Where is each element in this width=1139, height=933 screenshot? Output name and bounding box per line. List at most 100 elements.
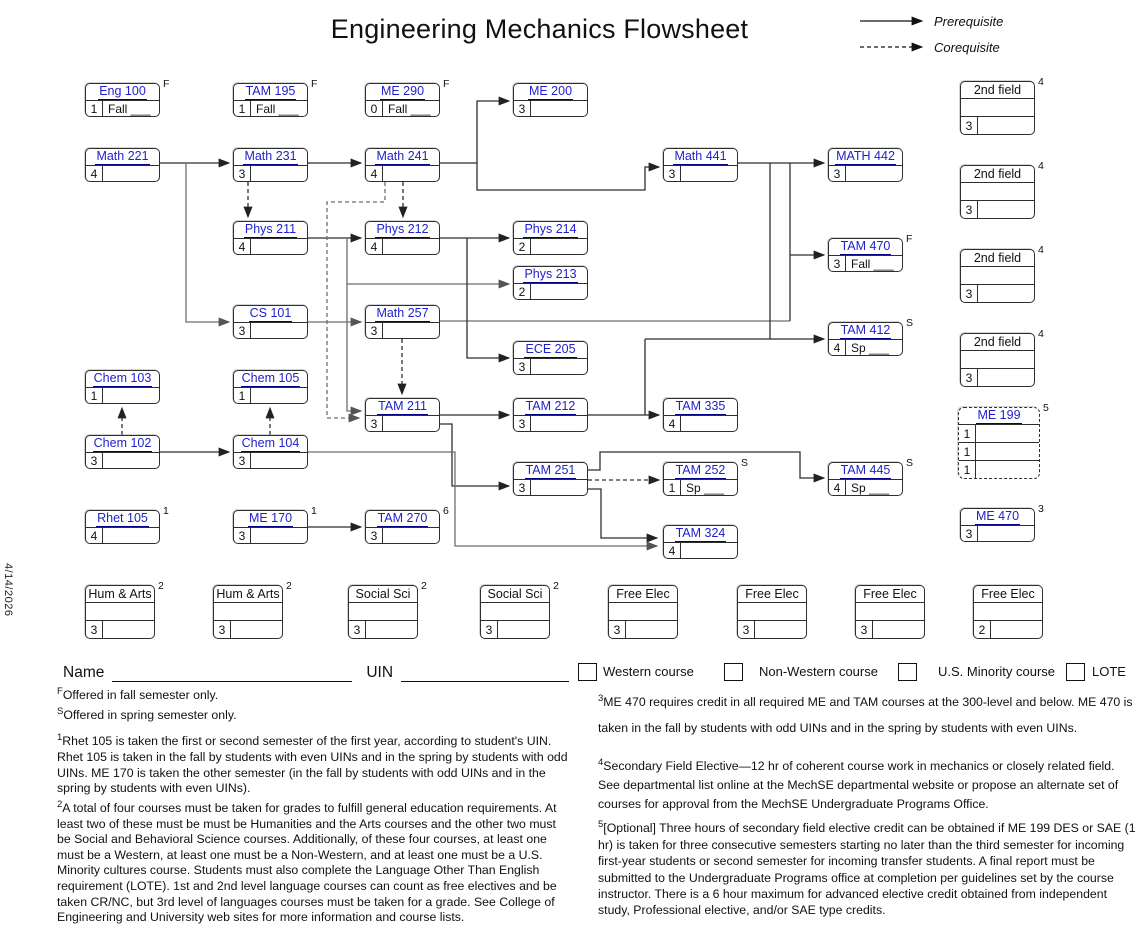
course-link-chem-103[interactable]: Chem 103	[92, 371, 153, 387]
course-link-me-200[interactable]: ME 200	[527, 84, 574, 100]
course-link-tam-470[interactable]: TAM 470	[839, 239, 892, 255]
fill-cell-tam-211	[383, 416, 439, 431]
credit-cell-hum-arts-1: 3	[86, 621, 103, 638]
fill-cell-phys-212	[383, 239, 439, 254]
course-link-math-221[interactable]: Math 221	[95, 149, 150, 165]
course-link-tam-212[interactable]: TAM 212	[524, 399, 577, 415]
credit-cell-me-290: 0	[366, 101, 383, 116]
credit-cell-math-442: 3	[829, 166, 846, 181]
edge-math-221-to-cs-101-prereq	[185, 163, 231, 327]
course-link-math-442[interactable]: MATH 442	[835, 149, 896, 165]
legend: Prerequisite Corequisite	[858, 8, 1058, 60]
course-link-tam-445[interactable]: TAM 445	[839, 463, 892, 479]
box-row-tam-335-0: 4	[664, 415, 737, 431]
credit-cell-phys-211: 4	[234, 239, 251, 254]
name-label: Name	[63, 664, 105, 681]
course-link-chem-102[interactable]: Chem 102	[92, 436, 153, 452]
course-link-tam-270[interactable]: TAM 270	[376, 511, 429, 527]
fill-cell-chem-103	[103, 388, 159, 403]
footnote-marker-social-sci-2: 2	[553, 580, 559, 592]
course-link-phys-211[interactable]: Phys 211	[243, 222, 298, 238]
course-link-math-257[interactable]: Math 257	[375, 306, 430, 322]
credit-cell-chem-104: 3	[234, 453, 251, 468]
credit-cell-social-sci-1: 3	[349, 621, 366, 638]
course-link-math-231[interactable]: Math 231	[243, 149, 298, 165]
checkbox-lote[interactable]	[1066, 663, 1085, 681]
footnote-sup-S: S	[57, 705, 64, 717]
credit-cell-free-elec-4: 2	[974, 621, 991, 638]
fill-cell-math-441	[681, 166, 737, 181]
course-link-tam-251[interactable]: TAM 251	[524, 463, 577, 479]
edge-tam-251-to-tam-445-prereq	[588, 451, 826, 483]
credit-cell-free-elec-3: 3	[856, 621, 873, 638]
prerequisite-arrow-icon	[860, 16, 924, 26]
checkbox-western-course[interactable]	[578, 663, 597, 681]
course-link-tam-335[interactable]: TAM 335	[674, 399, 727, 415]
course-link-me-199[interactable]: ME 199	[976, 408, 1022, 424]
course-link-phys-212[interactable]: Phys 212	[375, 222, 430, 238]
course-link-me-470[interactable]: ME 470	[974, 509, 1021, 525]
course-link-me-170[interactable]: ME 170	[247, 511, 294, 527]
course-link-cs-101[interactable]: CS 101	[248, 306, 293, 322]
footnote-4: 4Secondary Field Elective—12 hr of coher…	[598, 757, 1119, 812]
credit-cell-me-199: 1	[959, 425, 976, 442]
box-row-tam-212-0: 3	[514, 415, 587, 431]
course-link-tam-211[interactable]: TAM 211	[377, 399, 428, 415]
footnote-sup-4: 4	[598, 757, 604, 769]
corequisite-arrow-icon	[860, 42, 924, 52]
box-title-social-sci-1: Social Sci	[355, 586, 411, 601]
course-link-tam-195[interactable]: TAM 195	[244, 84, 297, 100]
box-row-free-elec-2-1: 3	[738, 620, 806, 638]
box-row-free-elec-4-0	[974, 602, 1042, 620]
empty-cell-hum-arts-1	[86, 603, 154, 620]
name-field[interactable]	[112, 665, 353, 682]
course-link-eng-100[interactable]: Eng 100	[98, 84, 147, 100]
fill-cell-second-field-2	[978, 201, 1034, 218]
course-link-tam-412[interactable]: TAM 412	[839, 323, 892, 339]
course-link-tam-324[interactable]: TAM 324	[674, 526, 727, 542]
box-row-tam-324-0: 4	[664, 542, 737, 558]
course-link-math-441[interactable]: Math 441	[673, 149, 728, 165]
box-row-me-200-0: 3	[514, 100, 587, 116]
footnote-marker-eng-100: F	[163, 78, 170, 90]
fill-cell-phys-214	[531, 239, 587, 254]
footnote-marker-hum-arts-1: 2	[158, 580, 164, 592]
uin-field[interactable]	[401, 665, 570, 682]
credit-cell-rhet-105: 4	[86, 528, 103, 543]
box-row-phys-213-0: 2	[514, 283, 587, 299]
footnote-marker-second-field-1: 4	[1038, 76, 1044, 88]
footnote-marker-me-470: 3	[1038, 503, 1044, 515]
course-link-chem-105[interactable]: Chem 105	[240, 371, 301, 387]
credit-cell-cs-101: 3	[234, 323, 251, 338]
course-link-phys-213[interactable]: Phys 213	[523, 267, 578, 283]
box-row-social-sci-2-0	[481, 602, 549, 620]
checkbox-label-2: U.S. Minority course	[938, 664, 1056, 679]
box-row-second-field-2-0	[961, 182, 1034, 200]
course-link-chem-104[interactable]: Chem 104	[240, 436, 301, 452]
fill-cell-free-elec-4	[991, 621, 1042, 638]
footnote-F: FOffered in fall semester only.	[57, 686, 219, 703]
course-link-phys-214[interactable]: Phys 214	[523, 222, 578, 238]
footnote-marker-social-sci-1: 2	[421, 580, 427, 592]
checkbox-non-western-course[interactable]	[724, 663, 743, 681]
course-link-tam-252[interactable]: TAM 252	[674, 463, 727, 479]
course-link-rhet-105[interactable]: Rhet 105	[96, 511, 149, 527]
checkbox-label-0: Western course	[603, 664, 694, 679]
credit-cell-eng-100: 1	[86, 101, 103, 116]
footnote-sup-3: 3	[598, 693, 604, 704]
course-link-math-241[interactable]: Math 241	[375, 149, 430, 165]
course-link-ece-205[interactable]: ECE 205	[524, 342, 577, 358]
fill-cell-tam-212	[531, 416, 587, 431]
checkbox-u-s-minority-course[interactable]	[898, 663, 917, 681]
course-link-me-290[interactable]: ME 290	[379, 84, 426, 100]
